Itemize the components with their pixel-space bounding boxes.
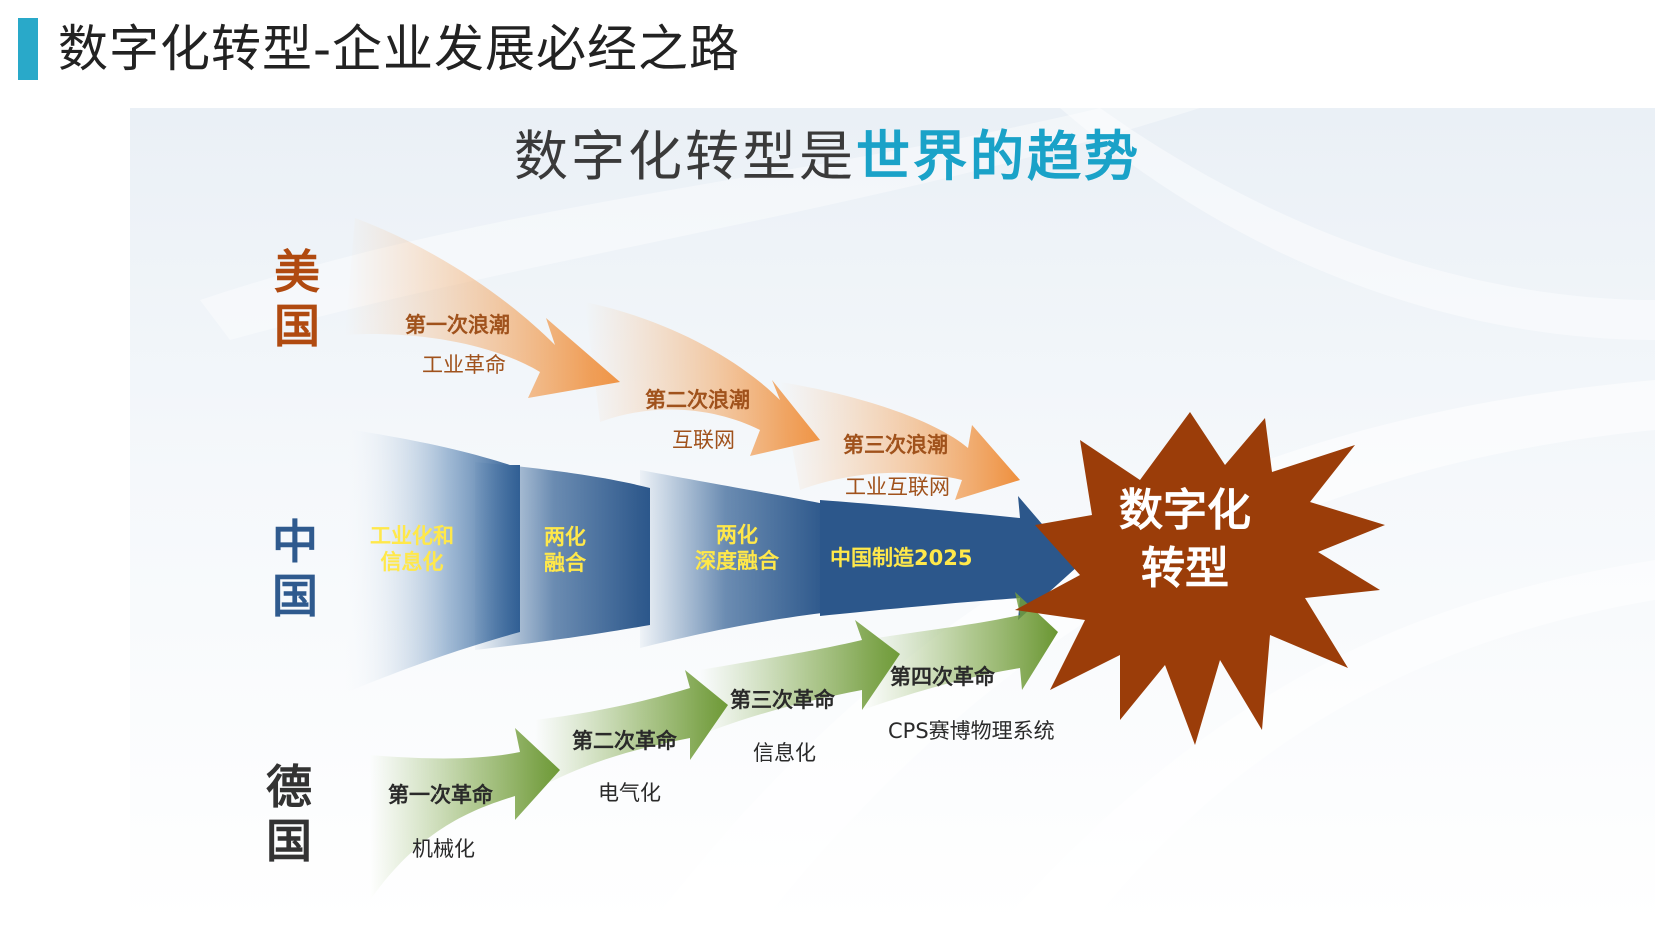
china-stage-1: 工业化和 信息化 bbox=[370, 523, 454, 575]
germany-arrows bbox=[370, 592, 1058, 900]
starburst-label-line1: 数字化 bbox=[1119, 485, 1251, 536]
usa-arrows bbox=[345, 218, 1020, 500]
china-arrow-4 bbox=[820, 496, 1078, 620]
usa-wave-1-sub: 工业革命 bbox=[422, 353, 506, 377]
country-label-usa: 美国 bbox=[274, 245, 320, 353]
china-stage-2: 两化 融合 bbox=[544, 524, 586, 576]
usa-wave-2-sub: 互联网 bbox=[672, 428, 735, 452]
china-stage-1-line2: 信息化 bbox=[380, 550, 444, 574]
germany-arrow-3 bbox=[700, 620, 900, 735]
germany-arrow-2 bbox=[535, 670, 728, 790]
china-stage-3-line1: 两化 bbox=[716, 523, 758, 547]
germany-rev-3-title: 第三次革命 bbox=[730, 688, 835, 712]
china-arrows bbox=[340, 428, 1078, 695]
germany-rev-3-sub: 信息化 bbox=[753, 741, 816, 765]
starburst bbox=[1015, 412, 1385, 745]
usa-arrow-3 bbox=[780, 382, 1020, 500]
slide-subtitle: 数字化转型是世界的趋势 bbox=[0, 112, 1655, 191]
china-stage-1-line1: 工业化和 bbox=[370, 524, 454, 548]
usa-arrow-2 bbox=[585, 302, 820, 456]
subtitle-highlight: 世界的趋势 bbox=[856, 124, 1141, 188]
china-stage-2-line2: 融合 bbox=[544, 551, 586, 575]
starburst-label-line2: 转型 bbox=[1141, 543, 1229, 594]
germany-rev-1-sub: 机械化 bbox=[412, 837, 475, 861]
china-arrow-2 bbox=[475, 462, 650, 650]
country-label-china: 中国 bbox=[272, 515, 318, 623]
china-stage-3: 两化 深度融合 bbox=[695, 522, 779, 574]
germany-rev-1-title: 第一次革命 bbox=[388, 783, 493, 807]
china-stage-2-line1: 两化 bbox=[544, 525, 586, 549]
germany-rev-2-title: 第二次革命 bbox=[572, 729, 677, 753]
germany-rev-4-sub: CPS赛博物理系统 bbox=[888, 719, 1055, 743]
germany-rev-2-sub: 电气化 bbox=[598, 781, 661, 805]
usa-wave-3-sub: 工业互联网 bbox=[845, 475, 950, 499]
china-arrow-3 bbox=[640, 470, 830, 648]
starburst-shape bbox=[1015, 412, 1385, 745]
china-stage-4-line1: 中国制造2025 bbox=[830, 546, 973, 570]
china-stage-4: 中国制造2025 bbox=[830, 545, 972, 571]
country-label-germany: 德国 bbox=[266, 760, 312, 868]
starburst-label: 数字化 转型 bbox=[1070, 482, 1300, 598]
usa-wave-2-title: 第二次浪潮 bbox=[645, 388, 750, 412]
page-title: 数字化转型-企业发展必经之路 bbox=[58, 20, 741, 78]
title-accent-bar bbox=[18, 18, 38, 80]
germany-arrow-4 bbox=[862, 592, 1058, 710]
usa-wave-3-title: 第三次浪潮 bbox=[843, 433, 948, 457]
china-stage-3-line2: 深度融合 bbox=[695, 549, 779, 573]
usa-arrow-1 bbox=[345, 218, 620, 398]
usa-wave-1-title: 第一次浪潮 bbox=[405, 313, 510, 337]
germany-rev-4-title: 第四次革命 bbox=[890, 665, 995, 689]
subtitle-prefix: 数字化转型是 bbox=[514, 125, 856, 188]
germany-arrow-1 bbox=[370, 728, 560, 900]
